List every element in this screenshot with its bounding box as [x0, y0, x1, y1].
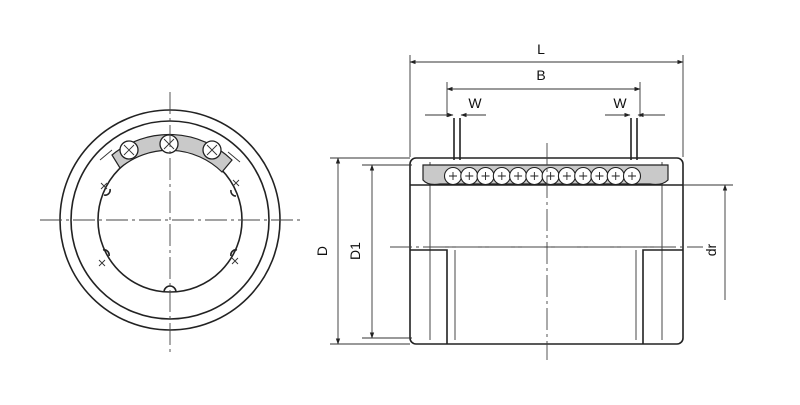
label-D1: D1: [347, 242, 363, 260]
lower-steps: [410, 249, 683, 344]
ball-cross: [611, 172, 620, 180]
ball-retainer: [111, 133, 233, 173]
bearing-body: [409, 157, 684, 345]
label-B: B: [536, 67, 545, 83]
ball-cross: [530, 172, 539, 180]
ball-cross: [628, 172, 636, 180]
ball-row: [443, 166, 642, 186]
side-view: [390, 118, 703, 360]
label-dr: dr: [703, 243, 719, 256]
label-W-right: W: [613, 95, 627, 111]
bore-notches: [102, 188, 238, 293]
ball-cross: [514, 172, 523, 180]
ball-cross: [595, 172, 604, 180]
ball-cross: [546, 172, 555, 180]
ball-cross: [497, 172, 506, 180]
end-view-balls: [119, 134, 222, 160]
label-D: D: [314, 246, 330, 256]
ball-cross: [465, 172, 474, 180]
label-W-left: W: [468, 95, 482, 111]
ball-cross: [481, 172, 490, 180]
end-view: [40, 92, 300, 355]
label-L: L: [537, 41, 545, 57]
ball-cross: [449, 172, 457, 180]
retainer-slots: [99, 149, 241, 163]
ball-markers: [98, 179, 240, 267]
ball-cross: [579, 172, 588, 180]
ball-cross: [562, 172, 571, 180]
dimensions: L B W W D D1 dr: [314, 41, 733, 345]
